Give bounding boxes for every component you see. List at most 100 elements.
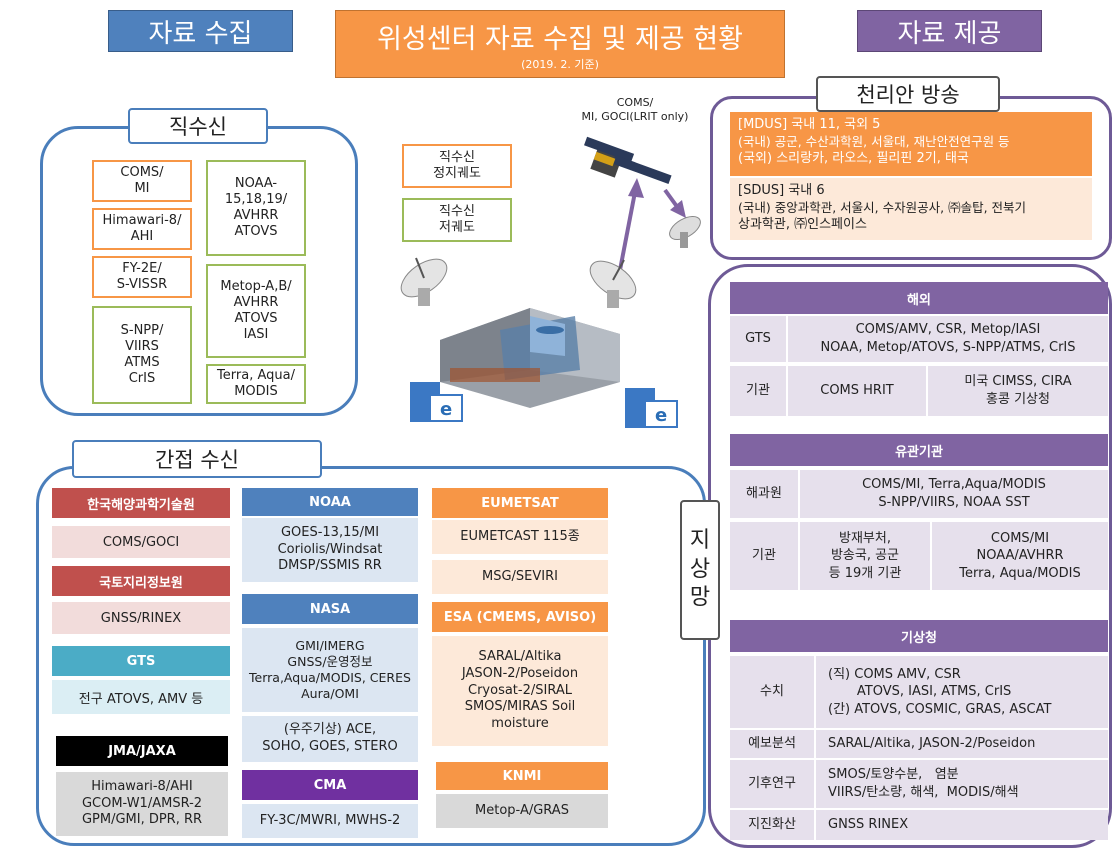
related-inst-label: 기관 bbox=[730, 522, 800, 590]
org-cma-text: CMA bbox=[313, 777, 347, 793]
direct-item-himawari-text: Himawari-8/ AHI bbox=[102, 212, 182, 244]
noaa-data: GOES-13,15/MI Coriolis/Windsat DMSP/SSMI… bbox=[242, 518, 418, 582]
svg-text:e: e bbox=[440, 399, 452, 420]
kma-climate-label: 기후연구 bbox=[730, 760, 816, 808]
kma-earthquake-label: 지진화산 bbox=[730, 810, 816, 840]
ground-network-label: 지 상 망 bbox=[680, 500, 720, 640]
downlink-arrow bbox=[663, 188, 686, 218]
overseas-inst-row: 기관 COMS HRIT 미국 CIMSS, CIRA 홍콩 기상청 bbox=[730, 366, 1108, 416]
overseas-inst-hrit: COMS HRIT bbox=[788, 366, 928, 416]
direct-item-metop-text: Metop-A,B/ AVHRR ATOVS IASI bbox=[220, 278, 292, 343]
dish-left-icon bbox=[400, 257, 448, 306]
related-inst-row: 기관 방재부처, 방송국, 공군 등 19개 기관 COMS/MI NOAA/A… bbox=[730, 522, 1108, 590]
page-subtitle-date: (2019. 2. 기준) bbox=[521, 57, 599, 71]
org-kiost: 한국해양과학기술원 bbox=[52, 488, 230, 518]
computer-left-icon: e bbox=[410, 382, 463, 422]
org-eumetsat: EUMETSAT bbox=[432, 488, 608, 518]
direct-item-terra-aqua: Terra, Aqua/ MODIS bbox=[206, 364, 306, 404]
overseas-inst-orgs: 미국 CIMSS, CIRA 홍콩 기상청 bbox=[964, 374, 1072, 407]
esa-data-text: SARAL/Altika JASON-2/Poseidon Cryosat-2/… bbox=[461, 648, 579, 732]
org-esa-text: ESA (CMEMS, AVISO) bbox=[443, 609, 597, 625]
mdus-domestic: (국내) 공군, 수산과학원, 서울대, 재난안전연구원 등 bbox=[738, 133, 1010, 149]
svg-text:e: e bbox=[655, 405, 667, 426]
satellite-center-building-icon bbox=[440, 308, 620, 408]
ngii-data-text: GNSS/RINEX bbox=[100, 610, 182, 626]
ngii-data: GNSS/RINEX bbox=[52, 602, 230, 634]
cma-data: FY-3C/MWRI, MWHS-2 bbox=[242, 804, 418, 838]
nasa-space-weather-data: (우주기상) ACE, SOHO, GOES, STERO bbox=[242, 716, 418, 762]
broadcast-title-text: 천리안 방송 bbox=[856, 83, 960, 107]
kma-forecast-label: 예보분석 bbox=[730, 730, 816, 758]
uplink-arrow bbox=[618, 178, 644, 271]
direct-item-fy2e-text: FY-2E/ S-VISSR bbox=[116, 260, 168, 292]
provision-header-label: 자료 제공 bbox=[897, 18, 1002, 49]
provision-header: 자료 제공 bbox=[857, 10, 1042, 52]
org-ngii: 국토지리정보원 bbox=[52, 566, 230, 596]
kma-header-text: 기상청 bbox=[901, 630, 937, 646]
center-illustration: e e bbox=[400, 136, 701, 428]
related-khoa-row: 해과원 COMS/MI, Terra,Aqua/MODIS S-NPP/VIIR… bbox=[730, 470, 1108, 520]
direct-item-coms: COMS/ MI bbox=[92, 160, 192, 202]
msg-seviri-data: MSG/SEVIRI bbox=[432, 560, 608, 594]
kma-climate-row: 기후연구 SMOS/토양수분, 염분 VIIRS/탄소량, 해색, MODIS/… bbox=[730, 760, 1108, 810]
direct-item-metop: Metop-A,B/ AVHRR ATOVS IASI bbox=[206, 264, 306, 358]
mdus-box: [MDUS] 국내 11, 국외 5 (국내) 공군, 수산과학원, 서울대, … bbox=[730, 112, 1092, 176]
dish-small-right-icon bbox=[669, 215, 701, 248]
org-eumetsat-text: EUMETSAT bbox=[481, 495, 559, 511]
jma-jaxa-data: Himawari-8/AHI GCOM-W1/AMSR-2 GPM/GMI, D… bbox=[56, 772, 228, 836]
knmi-data-text: Metop-A/GRAS bbox=[475, 802, 569, 818]
direct-reception-title: 직수신 bbox=[128, 108, 268, 144]
direct-item-noaa-text: NOAA- 15,18,19/ AVHRR ATOVS bbox=[224, 175, 288, 240]
direct-item-coms-text: COMS/ MI bbox=[120, 164, 164, 196]
direct-item-fy2e: FY-2E/ S-VISSR bbox=[92, 256, 192, 298]
kma-earthquake-row: 지진화산 GNSS RINEX bbox=[730, 810, 1108, 840]
kma-climate-data: SMOS/토양수분, 염분 VIIRS/탄소량, 해색, MODIS/해색 bbox=[828, 767, 1019, 800]
msg-seviri-data-text: MSG/SEVIRI bbox=[482, 568, 558, 584]
org-noaa: NOAA bbox=[242, 488, 418, 516]
indirect-reception-title-text: 간접 수신 bbox=[155, 448, 239, 472]
sdus-box: [SDUS] 국내 6 (국내) 중앙과학관, 서울시, 수자원공사, ㈜솔탑,… bbox=[730, 178, 1092, 240]
ground-network-label-text: 지 상 망 bbox=[689, 528, 711, 611]
org-noaa-text: NOAA bbox=[309, 494, 351, 510]
eumetcast-data-text: EUMETCAST 115종 bbox=[460, 528, 580, 544]
org-gts: GTS bbox=[52, 646, 230, 676]
direct-item-noaa: NOAA- 15,18,19/ AVHRR ATOVS bbox=[206, 160, 306, 256]
kiost-data: COMS/GOCI bbox=[52, 526, 230, 558]
related-khoa-data: COMS/MI, Terra,Aqua/MODIS S-NPP/VIIRS, N… bbox=[862, 477, 1046, 510]
jma-jaxa-data-text: Himawari-8/AHI GCOM-W1/AMSR-2 GPM/GMI, D… bbox=[81, 778, 203, 828]
overseas-header-text: 해외 bbox=[907, 292, 931, 308]
org-ngii-text: 국토지리정보원 bbox=[99, 575, 183, 591]
kiost-data-text: COMS/GOCI bbox=[102, 534, 180, 550]
overseas-header: 해외 bbox=[730, 282, 1108, 314]
sdus-line2: 상과학관, ㈜인스페이스 bbox=[738, 217, 867, 233]
gts-data-text: 전구 ATOVS, AMV 등 bbox=[78, 691, 204, 707]
kma-nwp-data: (직) COMS AMV, CSR ATOVS, IASI, ATMS, CrI… bbox=[828, 666, 1052, 717]
org-nasa-text: NASA bbox=[309, 601, 351, 617]
satellite-label: COMS/ MI, GOCI(LRIT only) bbox=[581, 96, 689, 123]
nasa-data-text: GMI/IMERG GNSS/운영정보 Terra,Aqua/MODIS, CE… bbox=[249, 637, 411, 702]
overseas-gts-row: GTS COMS/AMV, CSR, Metop/IASI NOAA, Meto… bbox=[730, 316, 1108, 364]
kma-nwp-label: 수치 bbox=[730, 656, 816, 728]
eumetcast-data: EUMETCAST 115종 bbox=[432, 520, 608, 554]
page-title: 위성센터 자료 수집 및 제공 현황 bbox=[377, 23, 743, 55]
org-kiost-text: 한국해양과학기술원 bbox=[87, 497, 195, 513]
direct-reception-title-text: 직수신 bbox=[169, 115, 227, 139]
dish-right-icon bbox=[589, 259, 637, 308]
related-inst-orgs: 방재부처, 방송국, 공군 등 19개 기관 bbox=[800, 522, 932, 590]
esa-data: SARAL/Altika JASON-2/Poseidon Cryosat-2/… bbox=[432, 636, 608, 746]
collection-header-label: 자료 수집 bbox=[148, 18, 253, 49]
legend-geo-orbit: 직수신 정지궤도 bbox=[402, 144, 512, 188]
overseas-inst-label: 기관 bbox=[730, 366, 788, 416]
broadcast-title: 천리안 방송 bbox=[816, 76, 1000, 112]
nasa-space-weather-data-text: (우주기상) ACE, SOHO, GOES, STERO bbox=[262, 722, 398, 754]
satellite-icon bbox=[584, 136, 672, 184]
org-knmi: KNMI bbox=[436, 762, 608, 790]
kma-forecast-row: 예보분석 SARAL/Altika, JASON-2/Poseidon bbox=[730, 730, 1108, 760]
org-cma: CMA bbox=[242, 770, 418, 800]
direct-item-terra-aqua-text: Terra, Aqua/ MODIS bbox=[217, 367, 295, 399]
org-knmi-text: KNMI bbox=[502, 768, 542, 784]
kma-earthquake-data: GNSS RINEX bbox=[828, 817, 909, 833]
legend-geo-orbit-text: 직수신 정지궤도 bbox=[433, 149, 481, 181]
legend-leo-orbit: 직수신 저궤도 bbox=[402, 198, 512, 242]
sdus-title: [SDUS] 국내 6 bbox=[738, 183, 825, 198]
